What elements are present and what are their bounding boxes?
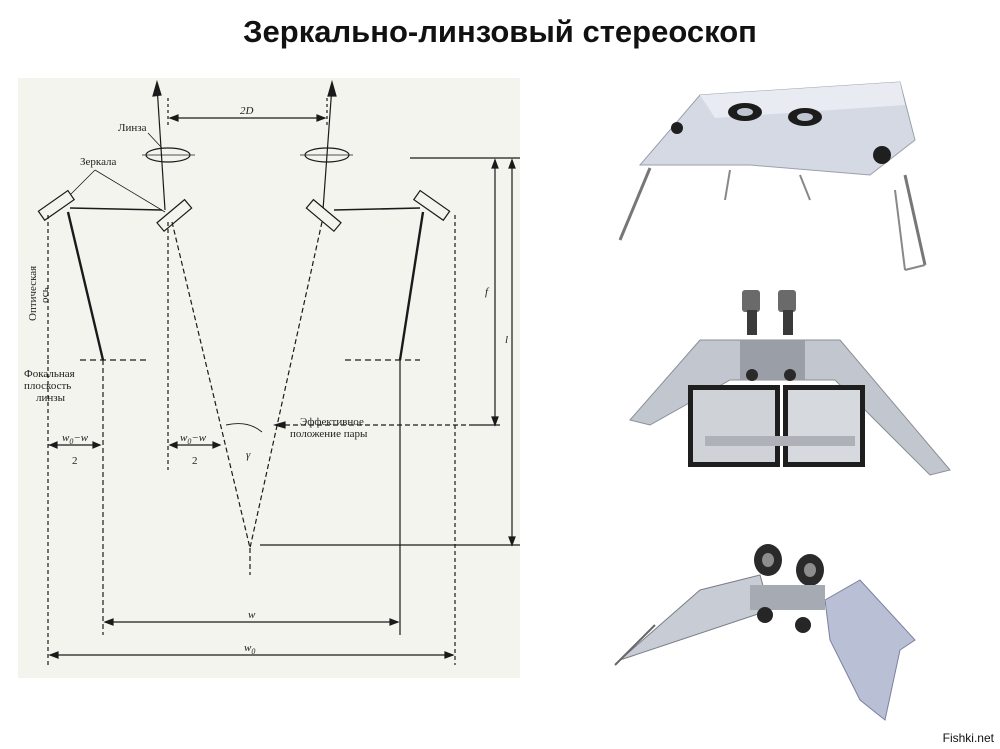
label-mirrors: Зеркала: [80, 156, 117, 168]
diagram-background: [18, 78, 520, 678]
label-l: l: [505, 334, 508, 346]
left-inner-mirror: [156, 198, 193, 233]
left-outer-beam: [66, 211, 105, 361]
closed-stereoscope-photo: [618, 81, 927, 271]
fraction-mid-denominator: 2: [192, 455, 198, 467]
right-inner-mirror: [305, 198, 342, 233]
label-focal-plane-3: линзы: [36, 392, 66, 404]
label-effective-1: Эффективное: [300, 416, 364, 428]
svg-text:ось: ось: [39, 287, 51, 303]
mirror-stereoscope-photo: [614, 544, 916, 721]
label-focal-plane-2: плоскость: [24, 380, 71, 392]
watermark: Fishki.net: [942, 731, 994, 745]
label-lens: Линза: [118, 122, 147, 134]
label-focal-plane-1: Фокальная: [24, 368, 75, 380]
fraction-left-numerator: w0−w: [62, 432, 89, 446]
left-arrowhead: [152, 79, 162, 97]
right-outer-beam: [398, 211, 425, 361]
label-2d: 2D: [240, 105, 254, 117]
fraction-left-denominator: 2: [72, 455, 78, 467]
diagram-lines: [37, 79, 520, 665]
label-optical-axis: Оптическая ось: [27, 266, 51, 321]
label-w: w: [248, 609, 256, 621]
label-gamma: γ: [246, 449, 251, 461]
label-w0: w0: [244, 642, 255, 656]
stereoscope-with-photos-photo: [629, 290, 951, 476]
right-outer-mirror: [412, 189, 451, 222]
page-title: Зеркально-линзовый стереоскоп: [243, 14, 757, 49]
right-arrowhead: [327, 79, 337, 97]
left-outer-mirror: [37, 189, 76, 222]
svg-text:Оптическая: Оптическая: [27, 266, 39, 321]
label-f: f: [485, 286, 490, 298]
label-effective-2: положение пары: [290, 428, 368, 440]
fraction-mid-numerator: w0−w: [180, 432, 207, 446]
